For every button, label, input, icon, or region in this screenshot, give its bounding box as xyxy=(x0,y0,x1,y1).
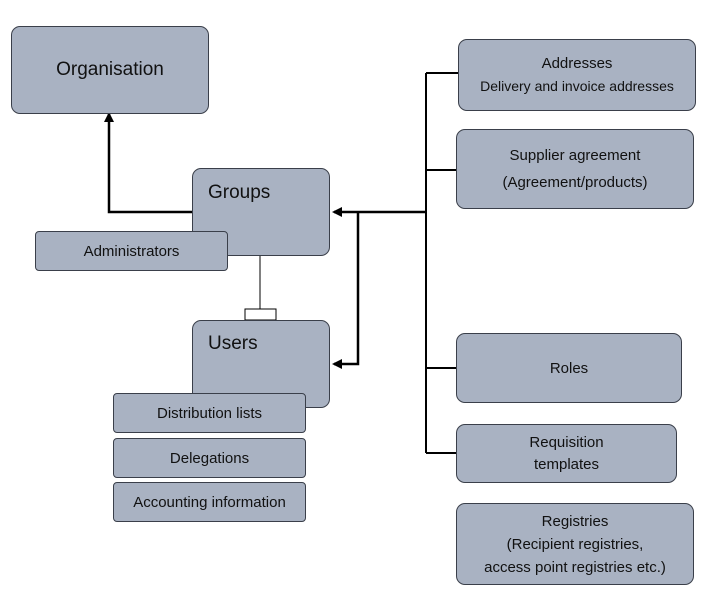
registries-title: Registries xyxy=(541,512,609,530)
roles-label: Roles xyxy=(549,359,589,377)
requisition-templates-line1: Requisition xyxy=(529,433,604,451)
addresses-box: Addresses Delivery and invoice addresses xyxy=(458,39,696,111)
registries-box: Registries (Recipient registries, access… xyxy=(456,503,694,585)
organisation-box: Organisation xyxy=(11,26,209,114)
registries-line2: (Recipient registries, xyxy=(506,535,644,553)
supplier-agreement-subtitle: (Agreement/products) xyxy=(502,174,648,191)
registries-line3: access point registries etc.) xyxy=(484,558,666,576)
supplier-agreement-box: Supplier agreement (Agreement/products) xyxy=(456,129,694,209)
groups-users-link-cap xyxy=(244,308,277,321)
requisition-templates-line2: templates xyxy=(533,455,600,473)
bus-to-users-arrow xyxy=(332,212,360,369)
distribution-lists-box: Distribution lists xyxy=(113,393,306,433)
organisation-label: Organisation xyxy=(56,59,164,80)
accounting-information-label: Accounting information xyxy=(133,493,286,511)
addresses-subtitle: Delivery and invoice addresses xyxy=(480,78,674,94)
users-label: Users xyxy=(208,333,258,354)
requisition-templates-box: Requisition templates xyxy=(456,424,677,483)
groups-to-organisation-arrow xyxy=(104,112,192,214)
roles-box: Roles xyxy=(456,333,682,403)
supplier-agreement-title: Supplier agreement xyxy=(509,147,641,164)
distribution-lists-label: Distribution lists xyxy=(156,404,263,422)
groups-label: Groups xyxy=(208,182,271,203)
accounting-information-box: Accounting information xyxy=(113,482,306,522)
delegations-box: Delegations xyxy=(113,438,306,478)
addresses-title: Addresses xyxy=(541,55,613,72)
administrators-box: Administrators xyxy=(35,231,228,271)
groups-box: Groups xyxy=(192,168,330,256)
delegations-label: Delegations xyxy=(169,449,250,467)
administrators-label: Administrators xyxy=(83,242,180,260)
